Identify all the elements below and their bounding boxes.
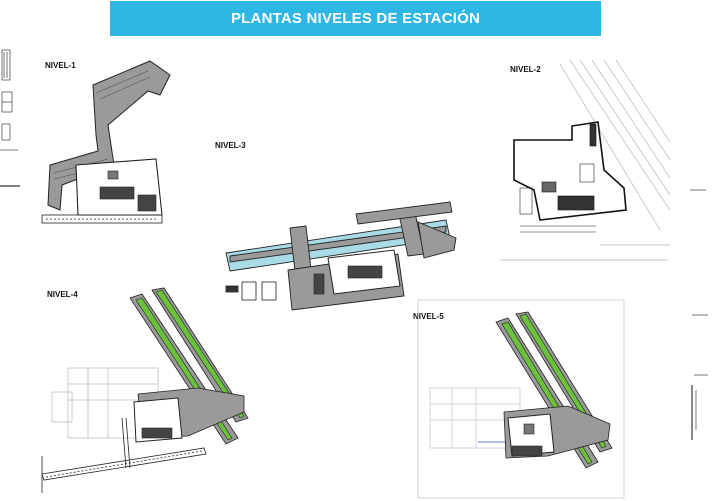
right-edge-fragments <box>690 189 708 440</box>
plan-label-nivel-4: NIVEL-4 <box>47 290 78 299</box>
plan-label-nivel-2: NIVEL-2 <box>510 65 541 74</box>
floor-plan-nivel-4 <box>41 287 249 493</box>
floor-plan-nivel-5 <box>417 299 625 499</box>
left-edge-fragments <box>0 49 20 187</box>
plan-label-nivel-3: NIVEL-3 <box>215 141 246 150</box>
plan-label-nivel-5: NIVEL-5 <box>413 312 444 321</box>
title-banner: PLANTAS NIVELES DE ESTACIÓN <box>110 1 601 36</box>
floor-plan-nivel-1 <box>41 60 171 224</box>
floor-plan-nivel-2 <box>500 59 671 261</box>
floor-plan-nivel-3 <box>225 201 457 311</box>
plan-label-nivel-1: NIVEL-1 <box>45 61 76 70</box>
page-title: PLANTAS NIVELES DE ESTACIÓN <box>230 10 481 27</box>
